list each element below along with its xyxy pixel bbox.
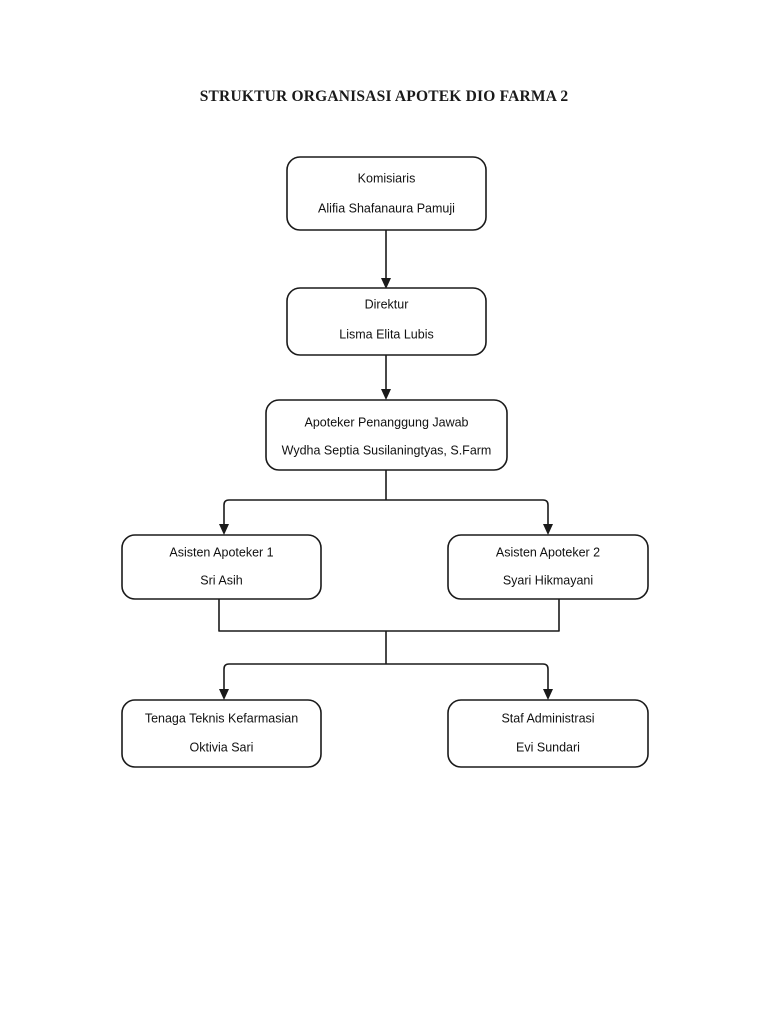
node-role-teknis: Tenaga Teknis Kefarmasian: [145, 711, 298, 725]
edge-direktur-apoteker: [381, 355, 391, 400]
node-person-teknis: Oktivia Sari: [190, 740, 254, 754]
node-komisiaris[interactable]: Komisiaris Alifia Shafanaura Pamuji: [286, 156, 487, 231]
edge-merge-bottom-row: [219, 631, 553, 700]
node-asisten-apoteker-2[interactable]: Asisten Apoteker 2 Syari Hikmayani: [447, 534, 649, 600]
edge-komisiaris-direktur: [381, 230, 391, 289]
node-person-direktur: Lisma Elita Lubis: [339, 327, 434, 341]
node-role-direktur: Direktur: [365, 297, 409, 311]
node-role-apoteker: Apoteker Penanggung Jawab: [304, 415, 468, 429]
arrow-head-icon: [381, 278, 391, 289]
arrow-head-icon: [219, 689, 229, 700]
arrow-head-icon: [219, 524, 229, 535]
node-person-asisten1: Sri Asih: [200, 573, 242, 587]
node-role-komisiaris: Komisiaris: [358, 171, 416, 185]
node-person-admin: Evi Sundari: [516, 740, 580, 754]
node-staf-administrasi[interactable]: Staf Administrasi Evi Sundari: [447, 699, 649, 768]
node-person-apoteker: Wydha Septia Susilaningtyas, S.Farm: [282, 443, 492, 457]
node-role-admin: Staf Administrasi: [501, 711, 594, 725]
node-tenaga-teknis-kefarmasian[interactable]: Tenaga Teknis Kefarmasian Oktivia Sari: [121, 699, 322, 768]
node-role-asisten2: Asisten Apoteker 2: [496, 545, 600, 559]
node-role-asisten1: Asisten Apoteker 1: [169, 545, 273, 559]
node-box-apoteker[interactable]: [265, 399, 508, 471]
page-title: STRUKTUR ORGANISASI APOTEK DIO FARMA 2: [199, 88, 569, 105]
arrow-head-icon: [543, 689, 553, 700]
edge-apoteker-asistens: [219, 470, 553, 535]
node-asisten-apoteker-1[interactable]: Asisten Apoteker 1 Sri Asih: [121, 534, 322, 600]
node-direktur[interactable]: Direktur Lisma Elita Lubis: [286, 287, 487, 356]
node-person-komisiaris: Alifia Shafanaura Pamuji: [318, 201, 455, 215]
node-box-asisten2[interactable]: [447, 534, 649, 600]
node-box-direktur[interactable]: [286, 287, 487, 356]
node-apoteker-penanggung-jawab[interactable]: Apoteker Penanggung Jawab Wydha Septia S…: [265, 399, 508, 471]
arrow-head-icon: [543, 524, 553, 535]
edge-asistens-merge: [218, 599, 560, 632]
arrow-head-icon: [381, 389, 391, 400]
node-box-admin[interactable]: [447, 699, 649, 768]
node-box-teknis[interactable]: [121, 699, 322, 768]
node-box-komisiaris[interactable]: [286, 156, 487, 231]
node-person-asisten2: Syari Hikmayani: [503, 573, 593, 587]
node-box-asisten1[interactable]: [121, 534, 322, 600]
